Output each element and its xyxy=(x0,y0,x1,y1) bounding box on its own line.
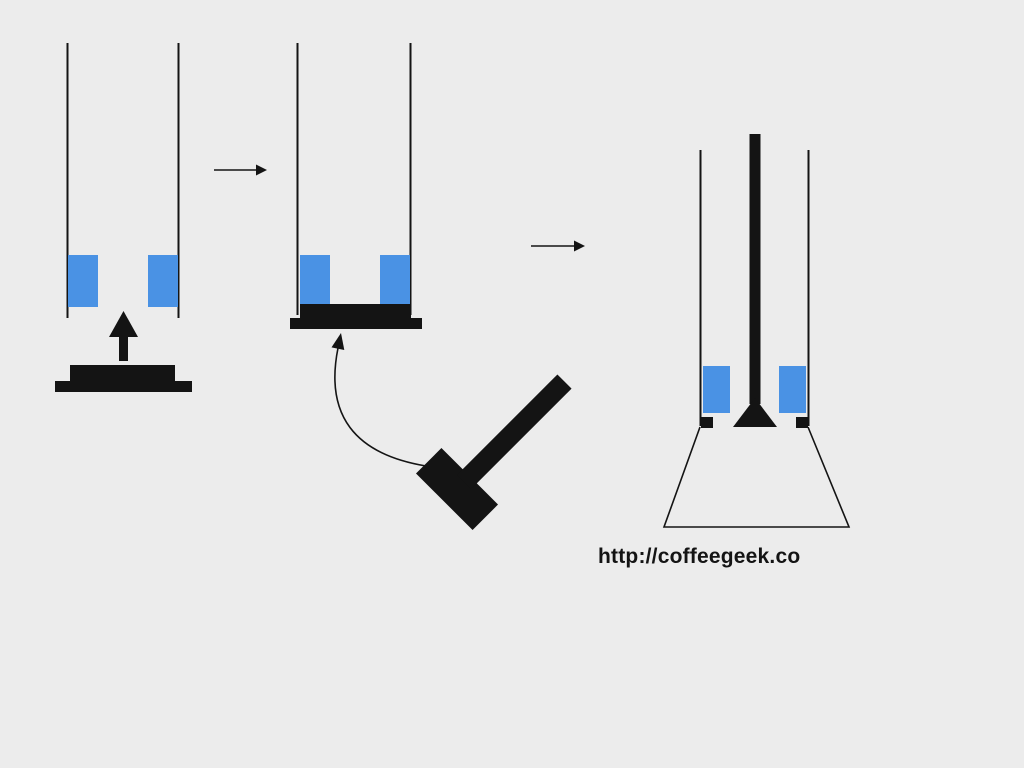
step3-left-foot xyxy=(701,417,713,428)
step3-left-gasket xyxy=(703,366,730,413)
step1-left-gasket xyxy=(68,255,98,307)
hammer-head xyxy=(415,447,499,531)
step1-right-gasket xyxy=(148,255,178,307)
step2-left-gasket xyxy=(300,255,330,305)
step3-center-rod xyxy=(749,134,761,404)
right-arrow-icon xyxy=(214,164,267,176)
step-3 xyxy=(662,134,851,528)
step1-plug-top xyxy=(70,365,175,382)
step3-right-foot xyxy=(796,417,808,428)
curved-arrow-head xyxy=(331,333,345,350)
curved-arrow-icon xyxy=(334,347,427,467)
hammer-icon xyxy=(415,374,572,531)
right-arrow-icon xyxy=(531,240,585,252)
step2-plug-base xyxy=(290,318,422,329)
caption-url: http://coffeegeek.co xyxy=(598,545,801,568)
up-arrow-icon xyxy=(109,311,138,361)
step-1 xyxy=(55,43,192,392)
arrow2-head xyxy=(574,240,585,252)
step3-rod-tip-triangle xyxy=(733,398,777,427)
step-2 xyxy=(290,43,572,531)
step3-right-gasket xyxy=(779,366,806,413)
hammer-handle xyxy=(457,374,572,489)
arrow1-head xyxy=(256,164,267,176)
step2-plug-top xyxy=(300,304,411,320)
step3-funnel-outline xyxy=(662,426,851,528)
step1-plug-base xyxy=(55,381,192,392)
step2-right-gasket xyxy=(380,255,410,305)
